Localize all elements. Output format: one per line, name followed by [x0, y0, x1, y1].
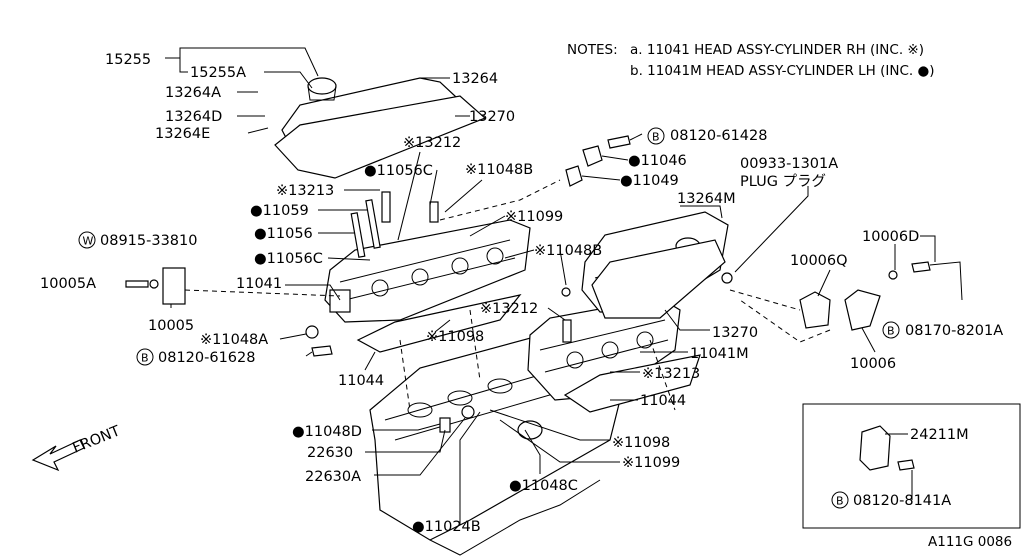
- plug-11048b-lh: [561, 287, 571, 297]
- note-a: a. 11041 HEAD ASSY-CYLINDER RH (INC. ※): [630, 42, 924, 58]
- label-00933-1301a: 00933-1301A: [740, 156, 838, 172]
- label-11098-lh: ※11098: [612, 435, 670, 451]
- label-11048b-mid: ※11048B: [534, 243, 602, 259]
- plug-11048a: [305, 325, 319, 339]
- label-11024b: ●11024B: [412, 519, 481, 535]
- rocker-gasket-lh: [591, 239, 726, 319]
- label-08170-8201a: 08170-8201A: [905, 323, 1003, 339]
- bolt-11059: [365, 199, 381, 249]
- label-11099-top: ※11099: [505, 209, 563, 225]
- circle-badges: W B B B B: [78, 127, 900, 509]
- label-22630a: 22630A: [305, 469, 361, 485]
- bolt-badge-8201a: B: [882, 321, 900, 339]
- inset-frame: [802, 403, 1021, 529]
- label-13264e: 13264E: [155, 126, 210, 142]
- label-11049: ●11049: [620, 173, 679, 189]
- label-11044-lh: 11044: [640, 393, 686, 409]
- bolt-badge-8141a: B: [831, 491, 849, 509]
- label-13264a: 13264A: [165, 85, 221, 101]
- label-11056c-top: ●11056C: [364, 163, 433, 179]
- label-11056c-mid: ●11056C: [254, 251, 323, 267]
- bracket-10006: [844, 289, 881, 331]
- leader-lines: [165, 47, 963, 525]
- label-13213-top: ※13213: [276, 183, 334, 199]
- label-13264m: 13264M: [677, 191, 736, 207]
- phantom-lines: [184, 179, 831, 411]
- bolt-badge-8201a-letter: B: [887, 325, 895, 338]
- label-08120-61428: 08120-61428: [670, 128, 768, 144]
- head-gasket-rh: [356, 294, 522, 353]
- label-13212-rh: ※13212: [403, 135, 461, 151]
- label-10005: 10005: [148, 318, 194, 334]
- bracket-10006q: [799, 291, 831, 329]
- label-13264d: 13264D: [165, 109, 222, 125]
- part-labels: 15255 15255A 13264 13264A 13264D 13270 1…: [40, 52, 1012, 550]
- washer-10005a: [149, 279, 159, 289]
- bolt-badge-8141a-letter: B: [836, 495, 844, 508]
- label-11041: 11041: [236, 276, 282, 292]
- head-gasket-lh: [563, 354, 701, 413]
- bolt-badge-61428: B: [647, 127, 665, 145]
- label-11046: ●11046: [628, 153, 687, 169]
- label-08915-33810: 08915-33810: [100, 233, 198, 249]
- label-11056: ●11056: [254, 226, 313, 242]
- label-plug: PLUG プラグ: [740, 173, 826, 190]
- bolt-10005a: [125, 280, 149, 288]
- label-15255a: 15255A: [190, 65, 246, 81]
- label-10006: 10006: [850, 356, 896, 372]
- cylinder-head-rh: [324, 219, 531, 323]
- label-13264: 13264: [452, 71, 498, 87]
- gasket-11046: [582, 145, 603, 167]
- dowel-13212: [429, 201, 439, 223]
- bolt-08120-61628: [311, 345, 333, 357]
- label-10006q: 10006Q: [790, 253, 848, 269]
- cover-11049: [565, 165, 583, 187]
- dowel-13213: [381, 191, 391, 223]
- label-22630: 22630: [307, 445, 353, 461]
- label-front: FRONT: [71, 423, 123, 456]
- plug-00933: [721, 272, 733, 284]
- label-08120-8141a: 08120-8141A: [853, 493, 951, 509]
- notes-block: NOTES: a. 11041 HEAD ASSY-CYLINDER RH (I…: [567, 42, 935, 79]
- label-10005a: 10005A: [40, 276, 96, 292]
- label-13212-lh: ※13212: [480, 301, 538, 317]
- label-13270-rh: 13270: [469, 109, 515, 125]
- washer-10006d: [888, 270, 898, 280]
- washer-badge: W: [78, 231, 96, 249]
- label-10006d: 10006D: [862, 229, 919, 245]
- bolt-08120-8141a: [897, 459, 915, 471]
- diagram-id: A111G 0086: [928, 534, 1012, 550]
- bolt-badge-61428-letter: B: [652, 131, 660, 144]
- label-11099-lh: ※11099: [622, 455, 680, 471]
- bolt-badge-61628: B: [136, 348, 154, 366]
- label-13213-lh: ※13213: [642, 366, 700, 382]
- label-08120-61628: 08120-61628: [158, 350, 256, 366]
- label-11048d: ●11048D: [292, 424, 362, 440]
- label-11048a: ※11048A: [200, 332, 268, 348]
- label-11098-rh: ※11098: [426, 329, 484, 345]
- washer-badge-letter: W: [83, 235, 94, 248]
- bolt-08120-61428: [607, 135, 631, 149]
- rocker-gasket-rh: [274, 95, 487, 179]
- label-15255: 15255: [105, 52, 151, 68]
- label-24211m: 24211M: [910, 427, 969, 443]
- bolt-08170: [911, 261, 931, 273]
- notes-heading: NOTES:: [567, 42, 618, 58]
- bracket-24211m: [859, 425, 891, 471]
- label-11059: ●11059: [250, 203, 309, 219]
- washer-22630a: [461, 405, 475, 419]
- label-13270-lh: 13270: [712, 325, 758, 341]
- label-11048b-top: ※11048B: [465, 162, 533, 178]
- front-arrow: [31, 439, 85, 472]
- note-b: b. 11041M HEAD ASSY-CYLINDER LH (INC. ●): [630, 63, 935, 79]
- label-11041m: 11041M: [690, 346, 749, 362]
- camshaft-bracket-10005: [162, 267, 186, 305]
- bolt-badge-61628-letter: B: [141, 352, 149, 365]
- bolt-11056: [350, 212, 366, 258]
- label-11044-rh: 11044: [338, 373, 384, 389]
- sensor-22630: [439, 417, 451, 433]
- label-11048c: ●11048C: [509, 478, 578, 494]
- dowel-13212-lh: [562, 319, 572, 343]
